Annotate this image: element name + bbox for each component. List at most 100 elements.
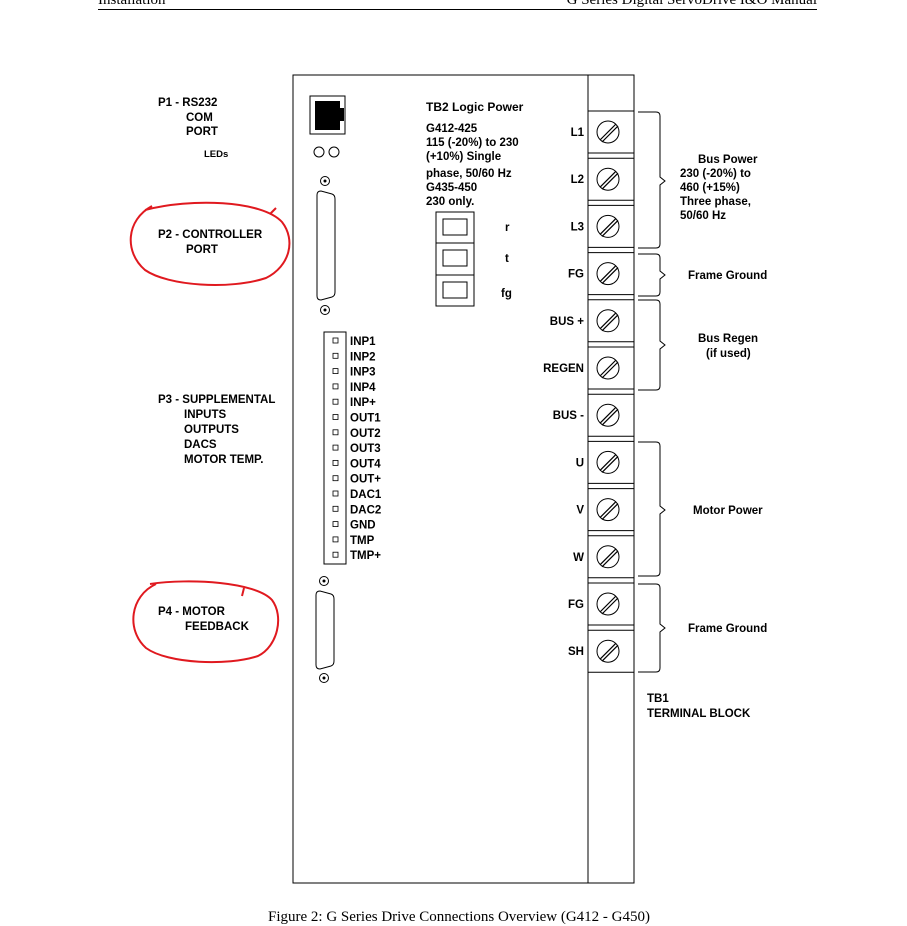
terminal-screw: FG: [568, 582, 634, 626]
tb1-title-line: TB1: [647, 693, 669, 705]
p1-line: COM: [186, 112, 213, 124]
io-pin-label: INP4: [350, 382, 376, 394]
terminal-label: SH: [568, 646, 584, 658]
tb2-terminal-label: r: [505, 222, 510, 234]
motor-feedback-connector-icon: [315, 576, 335, 683]
terminal-label: L1: [571, 127, 585, 139]
p1-line: PORT: [186, 126, 218, 138]
rs232-jack-icon: [309, 95, 346, 135]
header-left: Installation: [98, 0, 166, 8]
io-pin-label: OUT3: [350, 443, 381, 455]
bus-power-line: Bus Power: [698, 154, 758, 166]
io-pin-icon: [332, 429, 339, 436]
tb2-terminal-label: fg: [501, 288, 512, 300]
terminal-screw: L1: [571, 110, 634, 154]
io-pin-label: DAC2: [350, 504, 381, 516]
tb2-desc-line: (+10%) Single: [426, 151, 501, 163]
header-rule: [98, 9, 817, 10]
io-pin-label: TMP: [350, 535, 375, 547]
header-right: G Series Digital ServoDrive I&O Manual: [566, 0, 817, 8]
tb1-title-line: TERMINAL BLOCK: [647, 708, 751, 720]
io-pin-icon: [332, 490, 339, 497]
terminal-label: BUS +: [550, 316, 584, 328]
terminal-label: V: [576, 505, 584, 517]
terminal-screw: W: [573, 535, 634, 579]
p3-label: P3 - SUPPLEMENTAL INPUTS OUTPUTS DACS MO…: [158, 394, 278, 466]
io-pin-label: OUT1: [350, 413, 381, 425]
io-pin-icon: [332, 368, 339, 375]
frame-ground-label: Frame Ground: [688, 623, 767, 635]
annotation-tick: [241, 587, 245, 597]
io-pin-icon: [332, 414, 339, 420]
p2-label: P2 - CONTROLLER PORT: [158, 229, 265, 256]
io-pin-icon: [332, 383, 339, 390]
io-pin-label: GND: [350, 520, 376, 532]
terminal-screw: SH: [568, 629, 634, 673]
io-pin-label: INP1: [350, 336, 376, 348]
supplemental-io-connector: [323, 331, 347, 565]
p3-line: P3 - SUPPLEMENTAL: [158, 394, 275, 406]
terminal-screw: BUS +: [550, 299, 634, 343]
io-pin-icon: [332, 521, 339, 527]
p3-line: DACS: [184, 439, 217, 451]
io-pin-label: OUT2: [350, 428, 381, 440]
p4-line: P4 - MOTOR: [158, 606, 226, 618]
bus-power-line: 230 (-20%) to: [680, 168, 751, 180]
motor-power-label: Motor Power: [693, 505, 763, 517]
p4-line: FEEDBACK: [185, 621, 250, 633]
io-pin-icon: [332, 536, 339, 543]
bus-regen-line: Bus Regen: [698, 333, 758, 345]
led-icon: [328, 146, 340, 158]
leds-label: LEDs: [204, 149, 228, 160]
bus-power-line: 50/60 Hz: [680, 210, 726, 222]
tb2-desc-line: 115 (-20%) to 230: [426, 137, 519, 149]
io-pin-label: TMP+: [350, 550, 381, 562]
terminal-screw: REGEN: [543, 346, 634, 390]
io-pin-label: INP2: [350, 351, 376, 363]
terminal-label: REGEN: [543, 363, 584, 375]
p2-line: PORT: [186, 244, 218, 256]
led-icon: [313, 146, 325, 158]
p4-label: P4 - MOTOR FEEDBACK: [158, 606, 250, 633]
tb2-desc-line: 230 only.: [426, 196, 474, 208]
io-pin-icon: [332, 398, 339, 405]
group-brackets: [638, 111, 666, 673]
p2-line: P2 - CONTROLLER: [158, 229, 263, 241]
terminal-label: W: [573, 552, 584, 564]
terminal-screw: FG: [568, 252, 634, 296]
p1-label: P1 - RS232 COM PORT: [158, 97, 221, 138]
io-pin-icon: [332, 551, 339, 558]
p1-line: P1 - RS232: [158, 97, 217, 109]
p3-line: MOTOR TEMP.: [184, 454, 263, 466]
io-pin-icon: [332, 459, 339, 466]
annotation-tick: [269, 207, 277, 215]
io-pin-icon: [332, 475, 339, 482]
terminal-label: FG: [568, 599, 584, 611]
io-pin-icon: [332, 337, 339, 344]
annotation-circle-p4: [132, 580, 280, 664]
terminal-label: L3: [571, 221, 584, 233]
terminal-screw: BUS -: [553, 393, 634, 437]
io-pin-label: INP3: [350, 367, 376, 379]
terminal-label: FG: [568, 269, 584, 281]
io-pin-icon: [332, 505, 339, 512]
io-pin-label: DAC1: [350, 489, 382, 501]
tb2-desc-line: G412-425: [426, 123, 478, 135]
bus-regen-label: Bus Regen (if used): [698, 333, 761, 360]
bus-power-label: Bus Power 230 (-20%) to 460 (+15%) Three…: [680, 154, 761, 222]
bus-regen-line: (if used): [706, 348, 751, 360]
tb2-terminal-label: t: [505, 253, 509, 265]
p3-line: OUTPUTS: [184, 424, 239, 436]
tb2-logic-power-block: [435, 211, 475, 307]
tb2-desc-line: phase, 50/60 Hz: [426, 168, 512, 180]
io-pin-label: INP+: [350, 397, 376, 409]
tb2-title: TB2 Logic Power: [426, 100, 524, 114]
terminal-screw: U: [576, 440, 634, 484]
io-pin-icon: [332, 444, 339, 451]
tb1-title: TB1 TERMINAL BLOCK: [647, 693, 751, 720]
terminal-label: U: [576, 457, 584, 469]
frame-ground-label: Frame Ground: [688, 270, 767, 282]
io-pin-label: OUT4: [350, 458, 381, 470]
bus-power-line: 460 (+15%): [680, 182, 740, 194]
